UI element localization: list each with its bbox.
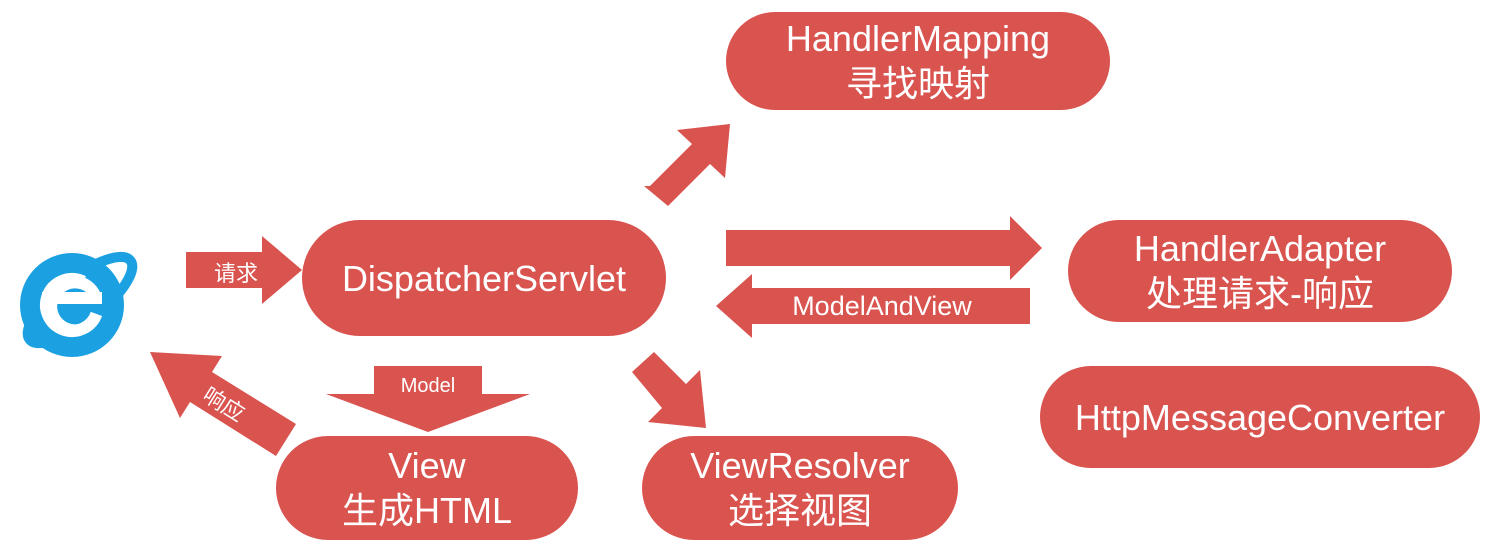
model-label: Model	[401, 375, 455, 397]
handler-adapter-title: HandlerAdapter	[1133, 228, 1387, 269]
response-arrow: 响应	[150, 352, 296, 456]
view-subtitle: 生成HTML	[342, 490, 512, 531]
to-handler-adapter-arrow	[726, 216, 1042, 280]
request-arrow: 请求	[186, 236, 302, 304]
model-and-view-arrow: ModelAndView	[716, 274, 1030, 338]
http-message-converter-label: HttpMessageConverter	[1074, 396, 1446, 438]
model-arrow: Model	[326, 366, 530, 432]
dispatcher-servlet-label: DispatcherServlet	[341, 257, 627, 299]
handler-adapter-node[interactable]: HandlerAdapter 处理请求-响应	[1068, 220, 1452, 322]
view-resolver-node[interactable]: ViewResolver 选择视图	[642, 436, 958, 540]
to-handler-mapping-arrow	[644, 124, 730, 206]
dispatcher-servlet-node[interactable]: DispatcherServlet	[302, 220, 666, 336]
internet-explorer-icon[interactable]	[16, 243, 144, 357]
view-resolver-subtitle: 选择视图	[727, 490, 872, 531]
handler-adapter-subtitle: 处理请求-响应	[1146, 273, 1374, 314]
view-node[interactable]: View 生成HTML	[276, 436, 578, 540]
to-view-resolver-arrow	[632, 352, 706, 428]
http-message-converter-node[interactable]: HttpMessageConverter	[1040, 366, 1480, 468]
view-resolver-title: ViewResolver	[690, 445, 910, 486]
handler-mapping-subtitle: 寻找映射	[845, 63, 990, 104]
view-title: View	[388, 445, 466, 486]
model-and-view-label: ModelAndView	[792, 291, 972, 321]
handler-mapping-title: HandlerMapping	[785, 18, 1051, 59]
handler-mapping-node[interactable]: HandlerMapping 寻找映射	[726, 12, 1110, 110]
request-label: 请求	[214, 261, 258, 286]
